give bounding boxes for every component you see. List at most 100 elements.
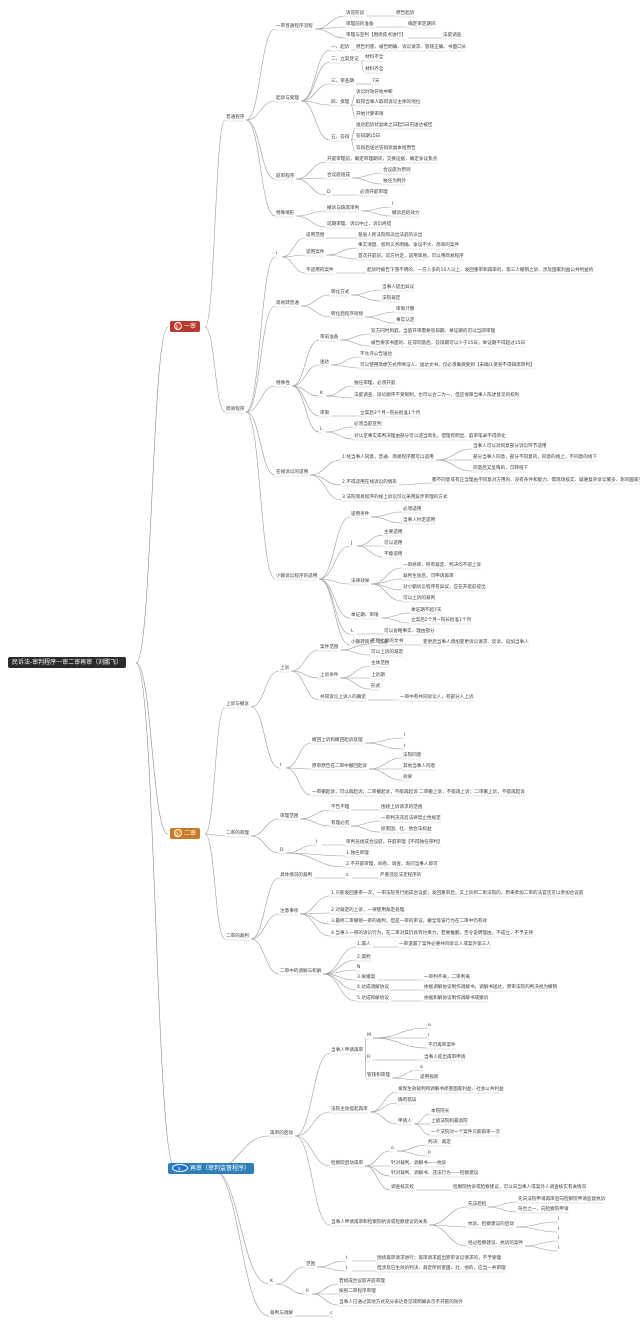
node-n7[interactable]: 确定审定期间 bbox=[408, 22, 436, 27]
node-n72[interactable]: 同意后又反悔的，可转线下 bbox=[473, 466, 529, 471]
node-n23[interactable]: 送达起诉状副本之日起5日内送达被告 bbox=[356, 123, 433, 128]
node-n113[interactable]: 其他当事人同意 bbox=[403, 764, 436, 769]
node-n88[interactable]: 可以上诉的裁判 bbox=[403, 596, 436, 601]
node-n177[interactable]: 符合之一，向检察院申请 bbox=[518, 1207, 569, 1212]
node-n98[interactable]: 案件范围 bbox=[320, 645, 339, 650]
node-n175[interactable]: 先法后检 bbox=[468, 1202, 487, 1207]
node-n176[interactable]: 先向法院申请再审后向检察院申请监督抗诉 bbox=[518, 1197, 606, 1202]
node-n120[interactable]: 有理必究 bbox=[331, 821, 350, 826]
node-n3[interactable]: 一审普通程序流程 bbox=[276, 24, 313, 29]
node-n6[interactable]: 审理前的准备 bbox=[346, 22, 374, 27]
node-n85[interactable]: 一审终审，所有裁定、判决均不得上诉 bbox=[403, 563, 482, 568]
node-n165[interactable]: 一个法院对一个案件只能再审一次 bbox=[431, 1130, 500, 1135]
node-n76[interactable]: 小额诉讼程序的适用 bbox=[276, 574, 318, 579]
node-n134[interactable]: 2.对裁定的上诉，一律使用裁定处理 bbox=[331, 908, 405, 913]
node-n90[interactable]: 举证期不超7天 bbox=[411, 608, 442, 613]
node-n33[interactable]: 特殊情形 bbox=[276, 211, 295, 216]
node-n94[interactable]: 小额转简易、普通 bbox=[351, 640, 388, 645]
node-n156[interactable]: 管辖和审理 bbox=[367, 1073, 390, 1078]
node-n121[interactable]: 一审判决违反法律禁止性规定 bbox=[381, 816, 441, 821]
node-n107[interactable]: I bbox=[280, 763, 282, 768]
node-n191[interactable]: 若组成合议庭开庭审理 bbox=[339, 1279, 385, 1284]
node-n68[interactable]: 在线诉讼的适用 bbox=[276, 470, 309, 475]
node-n38[interactable]: I bbox=[276, 252, 278, 257]
node-n74[interactable]: 都不同意或有正当理由不同意对方用的、没有条件和能力、需现场核实、疑难复杂诉讼繁多… bbox=[432, 478, 640, 483]
node-n25[interactable]: 答辩后送达答辩状副本给原告 bbox=[356, 146, 416, 151]
node-n62[interactable]: 法庭调查、辩论顺序不受限制，也可以合二为一，但应保障当事人陈述意见的权利 bbox=[354, 393, 520, 398]
node-n20[interactable]: 取得当事人取得诉讼主体的地位 bbox=[356, 100, 421, 105]
node-n163[interactable]: 本院院长 bbox=[431, 1109, 450, 1114]
node-n102[interactable]: 主体范围 bbox=[371, 661, 390, 666]
node-n132[interactable]: 注意事项 bbox=[280, 909, 299, 914]
node-n60[interactable]: K bbox=[320, 391, 324, 396]
node-n160[interactable]: 发现生效裁判和调解书损害国家利益、社会公共利益 bbox=[398, 1087, 504, 1092]
node-n16[interactable]: 三、审查期 bbox=[331, 79, 354, 84]
node-n87[interactable]: 对小额诉讼程序有异议，应在开庭前提出 bbox=[403, 585, 486, 590]
node-n185[interactable]: 范围 bbox=[306, 1262, 316, 1267]
node-n110[interactable]: I bbox=[404, 744, 406, 749]
node-n112[interactable]: 法院同意 bbox=[403, 753, 422, 758]
node-n2[interactable]: 简易程序 bbox=[226, 407, 245, 412]
node-n26[interactable]: 庭审程序 bbox=[276, 174, 295, 179]
node-n78[interactable]: 必须适用 bbox=[403, 507, 422, 512]
node-n92[interactable]: L bbox=[351, 629, 354, 634]
node-n148[interactable]: 再审的启动 bbox=[270, 1131, 293, 1136]
node-n108[interactable]: 撤回上诉和撤回起诉处理 bbox=[312, 738, 363, 743]
node-n15[interactable]: 材料齐全 bbox=[365, 67, 384, 72]
node-n99[interactable]: 不能上诉的文书 bbox=[371, 639, 404, 644]
node-n58[interactable]: 不允许公告送达 bbox=[360, 352, 393, 357]
node-n61[interactable]: 独任审理，必须开庭 bbox=[354, 381, 396, 386]
node-n186[interactable]: I bbox=[346, 1256, 348, 1261]
node-n111[interactable]: 原审原告在二审中撤回起诉 bbox=[312, 764, 368, 769]
node-n106[interactable]: 一审中有共同诉讼人，有部分人上诉 bbox=[400, 695, 474, 700]
node-n140[interactable]: 2.漏判 bbox=[357, 955, 371, 960]
node-n44[interactable]: 不适用的案件 bbox=[306, 268, 334, 273]
node-n194[interactable]: 裁判与调解 bbox=[270, 1311, 293, 1316]
node-n153[interactable]: 不可再审案件 bbox=[428, 1043, 456, 1048]
node-n43[interactable]: 首次开庭前，双方约定，适用简易，可以用简易程序 bbox=[358, 254, 464, 259]
node-n39[interactable]: 适用范围 bbox=[306, 233, 325, 238]
node-n30[interactable]: 独任为例外 bbox=[383, 179, 406, 184]
node-n151[interactable]: o bbox=[428, 1023, 431, 1028]
node-n71[interactable]: 部分当事人同意，部分不同意的，同意的线上，不同意的线下 bbox=[473, 455, 598, 460]
node-n105[interactable]: 共同诉讼上诉人的确定 bbox=[320, 695, 366, 700]
node-n96[interactable]: 上诉与撤诉 bbox=[226, 702, 249, 707]
node-n195[interactable]: c bbox=[330, 1311, 333, 1316]
node-n180[interactable]: I bbox=[558, 1227, 560, 1232]
node-n168[interactable]: 判决、裁定 bbox=[428, 1140, 451, 1145]
node-n144[interactable]: 4.达成调解协议 bbox=[357, 985, 389, 990]
node-n149[interactable]: 当事人申请再审 bbox=[331, 1048, 364, 1053]
node-n50[interactable]: 转化后程序衔接 bbox=[331, 312, 364, 317]
node-n145[interactable]: 依据调解协议制作调解书，调解书送达，原审法院的判决视为撤销 bbox=[424, 985, 558, 990]
node-n52[interactable]: 事实认定 bbox=[396, 318, 415, 323]
node-n104[interactable]: 形式 bbox=[371, 684, 381, 689]
node-n147[interactable]: 依据和解协议制作调解书或撤诉 bbox=[424, 996, 489, 1001]
node-n93[interactable]: 可以省略事实、理由部分 bbox=[384, 629, 435, 634]
node-n19[interactable]: 诉讼时效开始中断 bbox=[356, 90, 393, 95]
node-n100[interactable]: 可以上诉的裁定 bbox=[371, 650, 404, 655]
node-n83[interactable]: 不能适用 bbox=[384, 552, 403, 557]
node-n101[interactable]: 上诉条件 bbox=[320, 673, 339, 678]
node-n75[interactable]: 3.法院简易程序的线上诉讼可以采用异步审理的方式 bbox=[342, 495, 448, 500]
node-n12[interactable]: 原告利害、被告明确、诉讼请求、管辖正确、书面口头 bbox=[356, 45, 467, 50]
node-n14[interactable]: 材料不全 bbox=[365, 55, 384, 60]
node-n114[interactable]: 效果 bbox=[403, 775, 413, 780]
node-n86[interactable]: 裁判生效后，可申请再审 bbox=[403, 574, 454, 579]
node-n190[interactable]: II bbox=[306, 1289, 309, 1294]
node-n169[interactable]: P bbox=[428, 1151, 431, 1156]
node-n28[interactable]: 合议庭组成 bbox=[327, 173, 350, 178]
node-n123[interactable]: D bbox=[280, 848, 284, 853]
node-n157[interactable]: a bbox=[420, 1065, 423, 1070]
node-n167[interactable]: o bbox=[391, 1146, 394, 1151]
node-n139[interactable]: 一审遗漏了案件必要共同诉讼人或案外第三人 bbox=[399, 942, 491, 947]
node-n9[interactable]: 法庭调查 bbox=[443, 33, 462, 38]
node-n188[interactable]: I bbox=[346, 1266, 348, 1271]
node-n193[interactable]: 当事人已通过其他方式充分表达意见或明确表示不开庭的除外 bbox=[339, 1300, 464, 1305]
node-n128[interactable]: 二审的裁判 bbox=[226, 934, 249, 939]
node-n21[interactable]: 开始计算审限 bbox=[356, 112, 384, 117]
node-n41[interactable]: 适用案件 bbox=[306, 250, 325, 255]
node-n32[interactable]: 必须开庭审理 bbox=[360, 190, 388, 195]
